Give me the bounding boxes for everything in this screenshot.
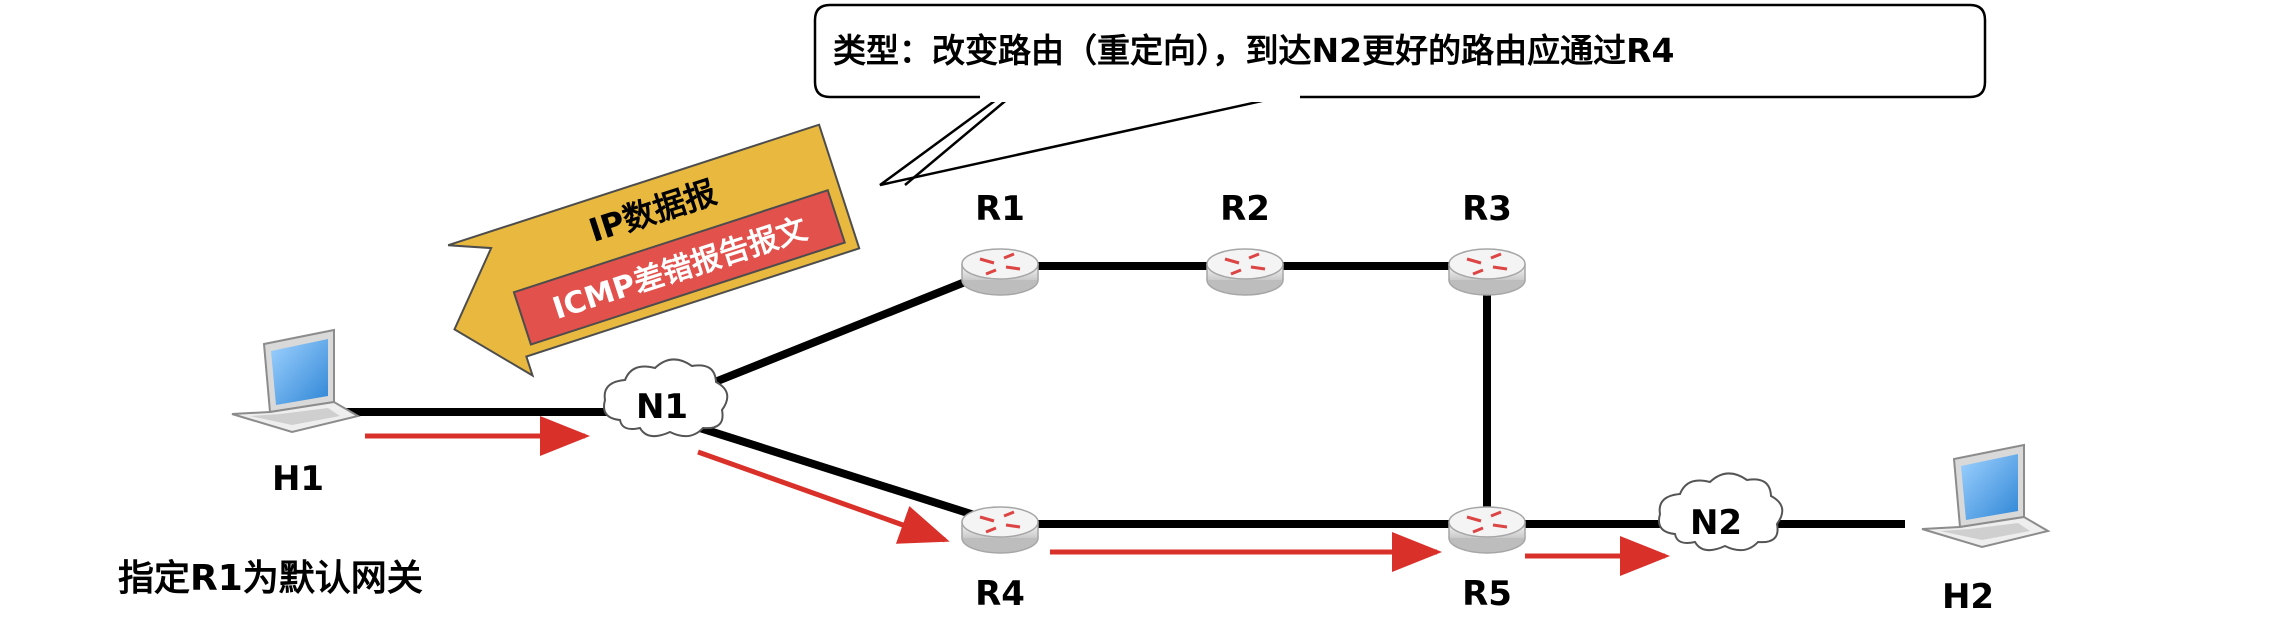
router-r4-icon: [960, 505, 1040, 555]
callout-text: 类型：改变路由（重定向），到达N2更好的路由应通过R4: [833, 31, 1674, 70]
host-h2-laptop-icon: [1921, 444, 2049, 548]
label-r3: R3: [1462, 189, 1512, 229]
network-n1-cloud-icon: [603, 358, 729, 438]
link-n1-r1: [698, 268, 992, 392]
router-r1-icon: [960, 247, 1040, 297]
label-r2: R2: [1220, 189, 1270, 229]
link-n1-r4: [698, 424, 992, 524]
router-r3-icon: [1447, 247, 1527, 297]
flow-arrow-n1-r4: [697, 449, 950, 544]
ip-datagram-packet: IP数据报 ICMP差错报告报文: [447, 123, 861, 378]
packet-inner-box: [512, 188, 846, 346]
label-h2: H2: [1942, 577, 1994, 617]
default-gateway-note: 指定R1为默认网关: [118, 558, 423, 599]
label-r4: R4: [975, 574, 1025, 614]
label-r5: R5: [1462, 574, 1512, 614]
label-n1: N1: [636, 387, 688, 427]
host-h1-laptop-icon: [231, 329, 359, 433]
callout-balloon: 类型：改变路由（重定向），到达N2更好的路由应通过R4: [813, 3, 1987, 187]
label-n2: N2: [1690, 503, 1742, 543]
router-r2-icon: [1205, 247, 1285, 297]
packet-flow-arrows: [365, 416, 1670, 576]
label-h1: H1: [272, 459, 324, 499]
network-n2-cloud-icon: [1658, 472, 1784, 552]
label-r1: R1: [975, 189, 1025, 229]
router-r5-icon: [1447, 505, 1527, 555]
